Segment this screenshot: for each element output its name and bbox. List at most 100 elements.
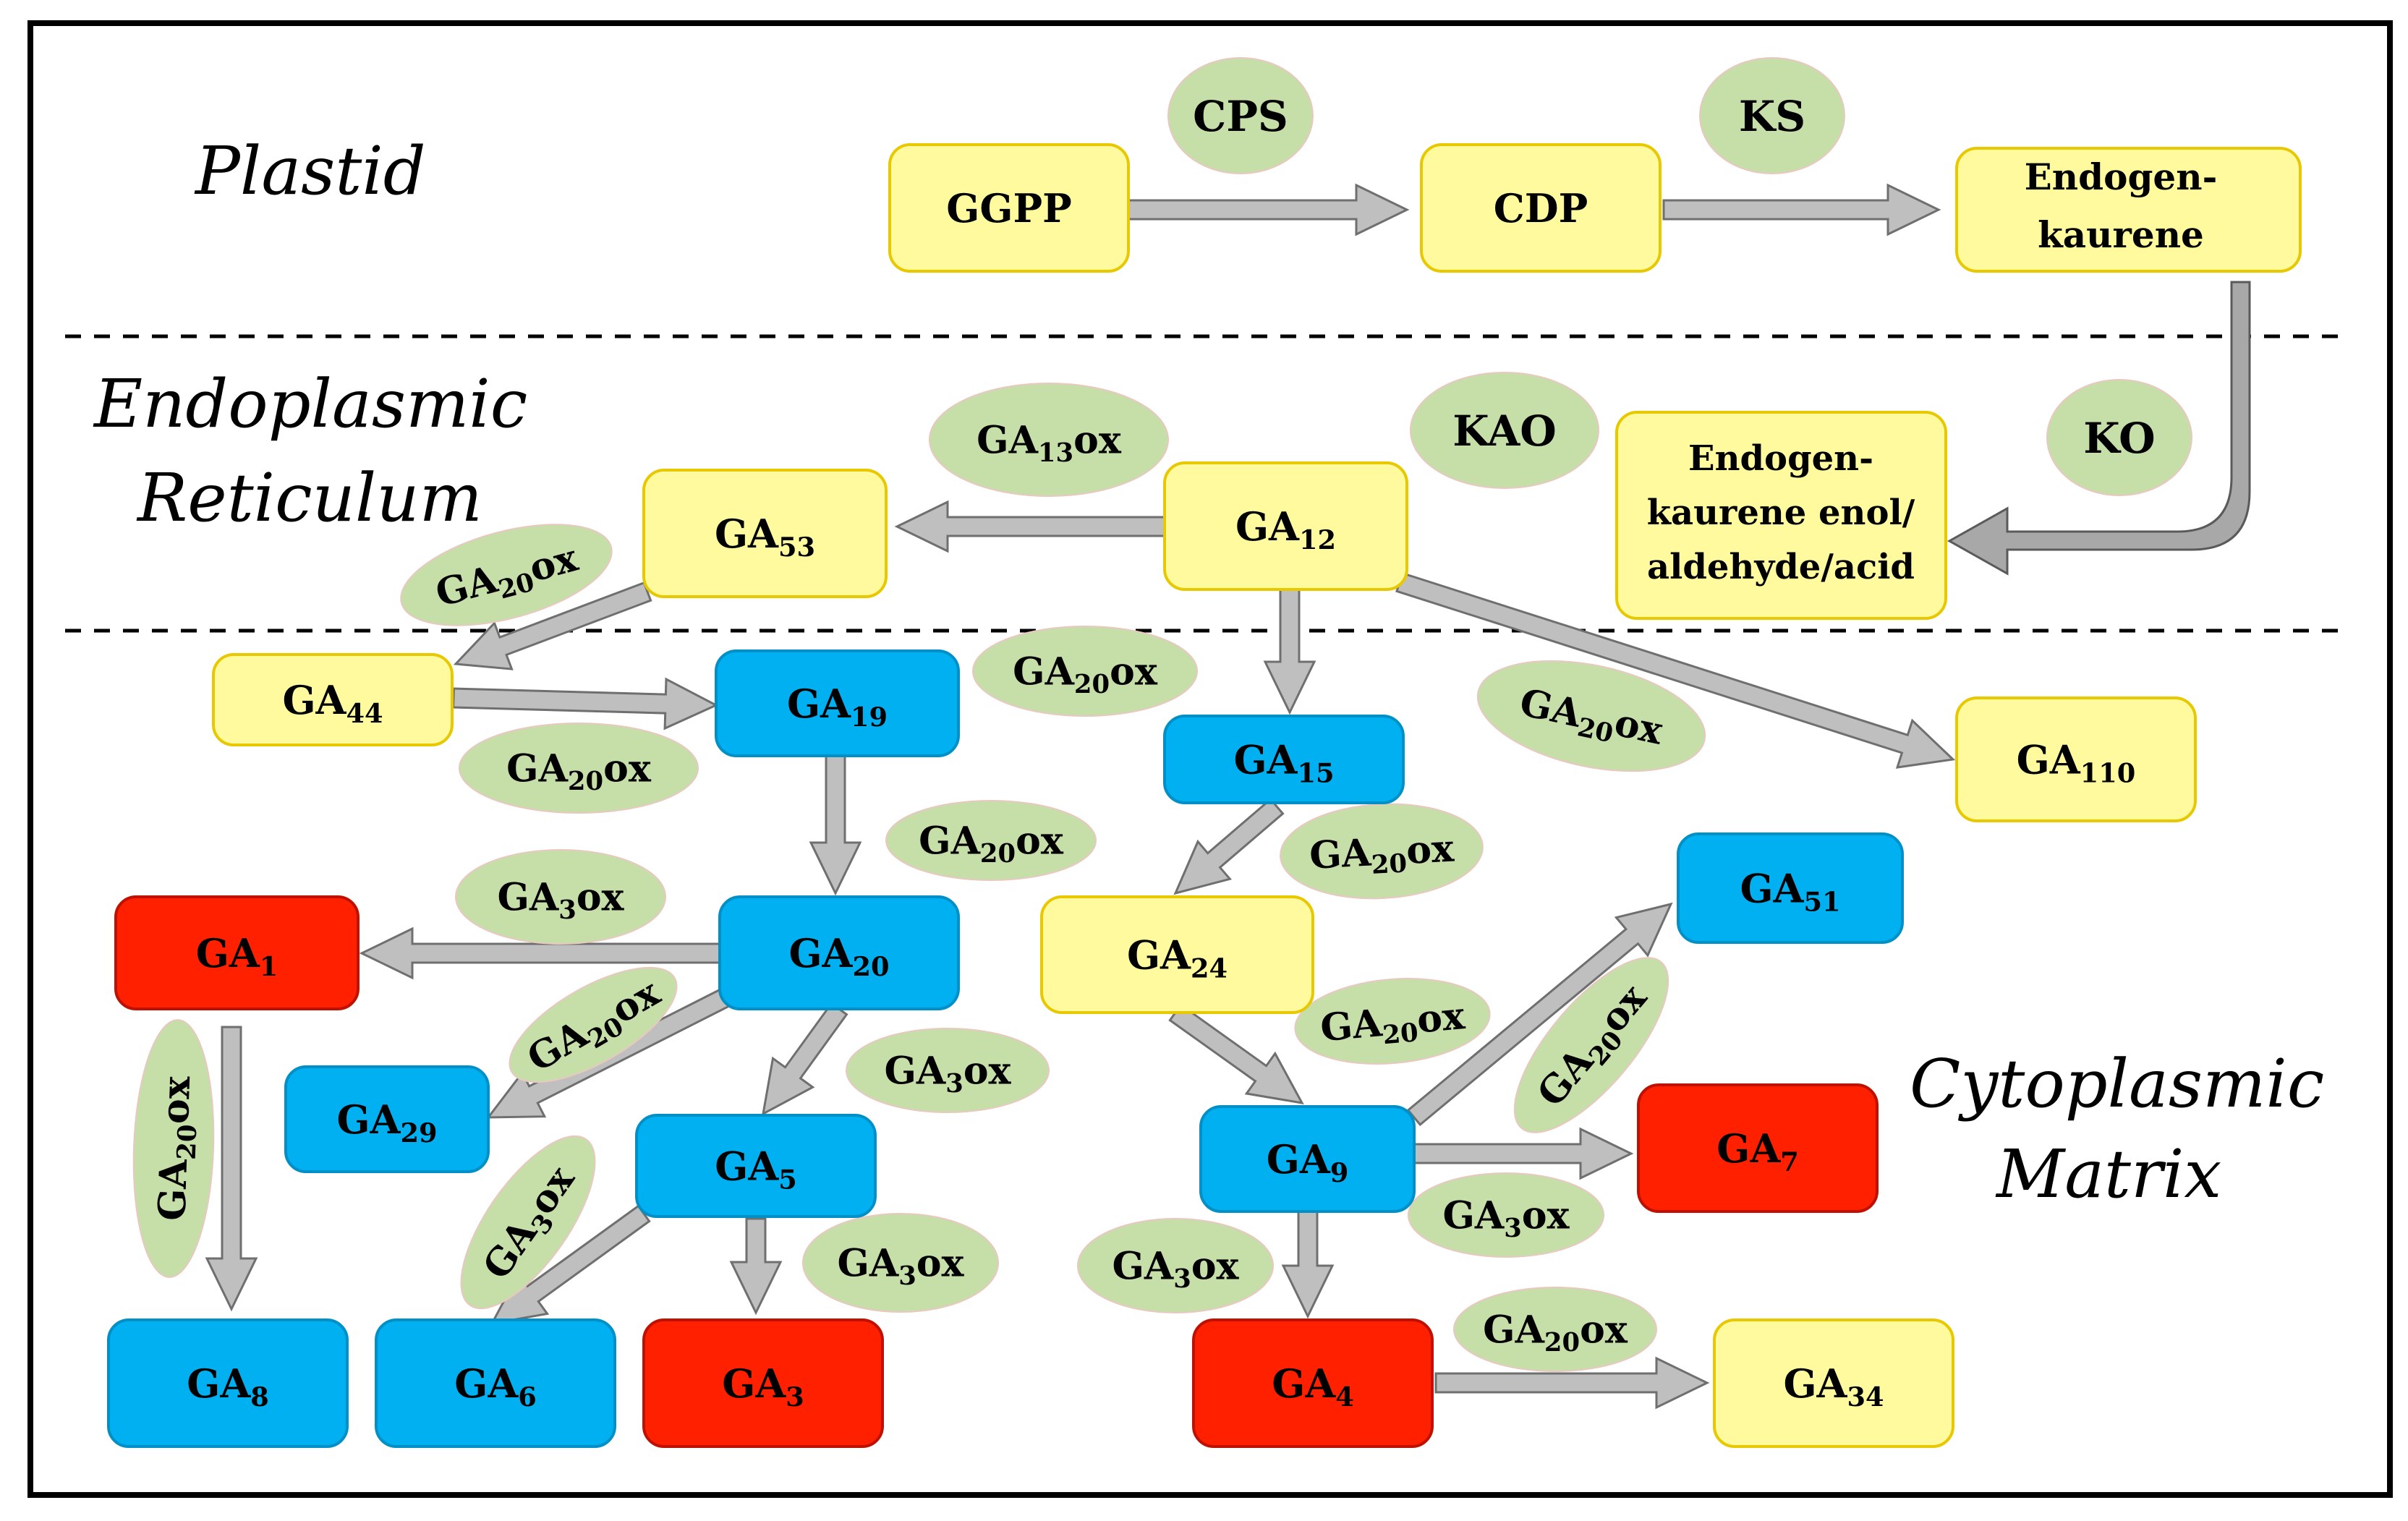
enzyme-ga3ox-label-11: GA3ox xyxy=(497,876,624,925)
enzyme-ga20ox-6: GA20ox xyxy=(972,626,1198,717)
ga53-node xyxy=(642,469,888,598)
ga15-node xyxy=(1163,715,1405,804)
ga110-node xyxy=(1955,696,2197,822)
reaction-arrow-12 xyxy=(761,1002,848,1116)
reaction-arrow-18 xyxy=(1413,1127,1634,1180)
ga110-label: GA110 xyxy=(2017,736,2136,788)
ent-acid-node xyxy=(1615,411,1947,620)
ga44-label: GA44 xyxy=(282,677,383,729)
ga20-label: GA20 xyxy=(788,930,889,982)
reaction-arrow-15 xyxy=(729,1217,783,1316)
ga9-node xyxy=(1199,1105,1416,1213)
enzyme-ga20ox-label-10: GA20ox xyxy=(1309,826,1456,883)
ga34-node xyxy=(1713,1318,1954,1448)
ga44-node xyxy=(212,653,454,746)
ent-acid-label-3: aldehyde/acid xyxy=(1647,547,1915,587)
enzyme-ga20ox-9: GA20ox xyxy=(885,800,1097,881)
ga1-node xyxy=(114,895,360,1010)
reaction-arrow-3 xyxy=(894,500,1166,553)
reaction-arrow-1 xyxy=(1662,183,1941,237)
ga4-node xyxy=(1192,1318,1434,1448)
enzyme-ga13ox-4: GA13ox xyxy=(929,383,1169,497)
enzyme-ga20ox-15: GA20ox xyxy=(1513,957,1669,1133)
ggpp-label: GGPP xyxy=(946,185,1071,231)
reaction-arrow-ko xyxy=(1947,281,2251,576)
ent-kaurene-label-2: kaurene xyxy=(2038,213,2204,256)
enzyme-ga3ox-11: GA3ox xyxy=(455,849,666,945)
enzyme-ga3ox-13: GA3ox xyxy=(846,1028,1050,1113)
enzyme-ga3ox-label-18: GA3ox xyxy=(837,1242,964,1291)
enzyme-ga20ox-label-21: GA20ox xyxy=(1483,1308,1628,1358)
reaction-arrow-20 xyxy=(1434,1356,1710,1410)
ga51-label: GA51 xyxy=(1740,865,1840,917)
enzyme-kao-label-3: KAO xyxy=(1452,406,1557,456)
enzyme-cps-0: CPS xyxy=(1167,57,1314,174)
enzyme-cps-label-0: CPS xyxy=(1193,92,1288,141)
enzyme-ga20ox-14: GA20ox xyxy=(1294,978,1491,1065)
enzyme-ga13ox-label-4: GA13ox xyxy=(977,419,1122,468)
enzyme-ga3ox-label-13: GA3ox xyxy=(884,1049,1011,1099)
ga53-label: GA53 xyxy=(715,511,815,563)
enzyme-ga3ox-20: GA3ox xyxy=(1408,1172,1604,1258)
reaction-arrow-7 xyxy=(1263,588,1316,715)
cdp-node xyxy=(1420,143,1662,273)
ga7-label: GA7 xyxy=(1716,1125,1799,1177)
enzyme-ga3ox-label-19: GA3ox xyxy=(1112,1245,1239,1294)
enzyme-ga3ox-19: GA3ox xyxy=(1077,1218,1274,1313)
ga29-node xyxy=(284,1065,490,1173)
ga34-label: GA34 xyxy=(1783,1360,1884,1413)
ga51-node xyxy=(1677,832,1904,944)
ga9-label: GA9 xyxy=(1267,1136,1349,1188)
reaction-arrow-19 xyxy=(1281,1210,1335,1319)
enzyme-ga20ox-21: GA20ox xyxy=(1453,1287,1657,1372)
ga24-node xyxy=(1040,895,1314,1014)
ga20-node xyxy=(718,895,960,1010)
enzyme-kao-3: KAO xyxy=(1410,372,1599,489)
region-label-cyto-line2: Matrix xyxy=(1995,1136,2221,1213)
ga29-label: GA29 xyxy=(336,1096,437,1149)
enzyme-ga20ox-5: GA20ox xyxy=(400,524,613,626)
enzyme-ga3ox-18: GA3ox xyxy=(802,1213,999,1313)
enzyme-ga20ox-label-6: GA20ox xyxy=(1013,650,1158,699)
ent-kaurene-node xyxy=(1955,147,2302,273)
enzyme-ga3ox-17: GA3ox xyxy=(460,1135,596,1310)
enzyme-ks-label-1: KS xyxy=(1739,92,1805,141)
region-label-cyto-line1: Cytoplasmic xyxy=(1910,1045,2324,1122)
enzyme-ks-1: KS xyxy=(1699,57,1845,174)
region-label-er-line2: Reticulum xyxy=(136,459,482,537)
region-label-er-line1: Endoplasmic xyxy=(93,365,527,443)
enzyme-ga20ox-label-9: GA20ox xyxy=(919,819,1064,869)
enzyme-ga20ox-label-16: GA20ox xyxy=(150,1075,204,1222)
ga5-node xyxy=(635,1114,877,1218)
ga4-label: GA4 xyxy=(1272,1360,1354,1413)
enzyme-ga20ox-7: GA20ox xyxy=(1476,660,1706,772)
reaction-arrow-16 xyxy=(1168,1003,1304,1104)
ga6-node xyxy=(375,1318,616,1448)
ent-kaurene-label-1: Endogen- xyxy=(2025,155,2218,198)
enzyme-ga20ox-12: GA20ox xyxy=(509,966,678,1083)
ga19-label: GA19 xyxy=(787,681,888,733)
reaction-arrow-5 xyxy=(452,677,719,730)
enzyme-ga20ox-16: GA20ox xyxy=(132,1019,215,1278)
cdp-label: CDP xyxy=(1494,185,1588,231)
ga3-label: GA3 xyxy=(722,1360,804,1413)
ga1-label: GA1 xyxy=(196,930,278,982)
reaction-arrow-4 xyxy=(453,581,652,670)
ga7-node xyxy=(1637,1083,1879,1213)
ga24-label: GA24 xyxy=(1127,932,1228,984)
region-label-plastid: Plastid xyxy=(194,132,426,210)
ga15-label: GA15 xyxy=(1233,736,1334,788)
multiline-labels: Endogen- kaurene Endogen- kaurene enol/ … xyxy=(1647,155,2218,587)
reaction-arrow-0 xyxy=(1127,183,1410,237)
enzyme-ga20ox-label-14: GA20ox xyxy=(1319,994,1468,1056)
ga12-label: GA12 xyxy=(1235,503,1336,555)
ga19-node xyxy=(715,649,960,757)
enzyme-ko-label-2: KO xyxy=(2083,414,2155,463)
ga12-node xyxy=(1163,461,1408,591)
reaction-arrow-8 xyxy=(1395,571,1956,769)
reaction-arrow-6 xyxy=(809,754,862,896)
enzyme-ga20ox-label-8: GA20ox xyxy=(506,747,652,796)
ent-acid-label-1: Endogen- xyxy=(1688,438,1873,479)
